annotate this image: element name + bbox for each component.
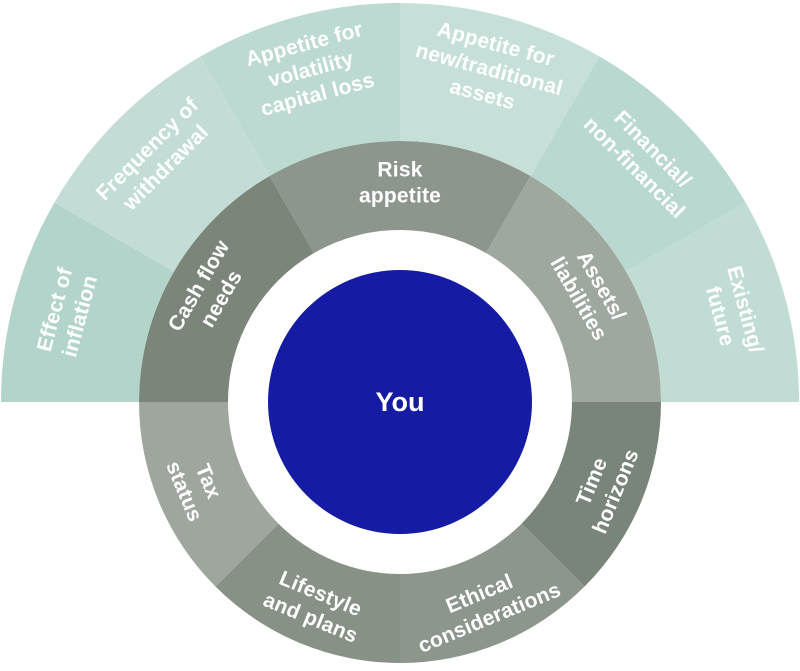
assets-liabilities-segment xyxy=(486,175,661,402)
effect-of-inflation-segment xyxy=(1,202,174,402)
existing-future-segment xyxy=(626,202,799,402)
risk-appetite-label: Risk appetite xyxy=(359,158,441,207)
cash-flow-needs-segment xyxy=(139,175,314,402)
financial-non-financial-segment xyxy=(530,56,746,272)
risk-appetite-segment xyxy=(269,141,531,254)
lifestyle-and-plans-segment xyxy=(215,523,400,663)
risk-appetite-label-line-0: Risk xyxy=(377,158,422,181)
appetite-for-volatility-capital-loss-segment xyxy=(200,3,400,176)
tax-status-segment xyxy=(139,402,279,587)
ethical-considerations-segment xyxy=(400,523,585,663)
risk-appetite-label-group: Risk appetite xyxy=(359,158,441,207)
time-horizons-segment xyxy=(521,402,661,587)
center-label-you: You xyxy=(376,387,425,417)
appetite-for-new-traditional-assets-segment xyxy=(400,3,600,176)
center-circle-you xyxy=(268,270,532,534)
risk-appetite-label-line-1: appetite xyxy=(359,184,441,207)
frequency-of-withdrawal-segment xyxy=(54,56,270,272)
